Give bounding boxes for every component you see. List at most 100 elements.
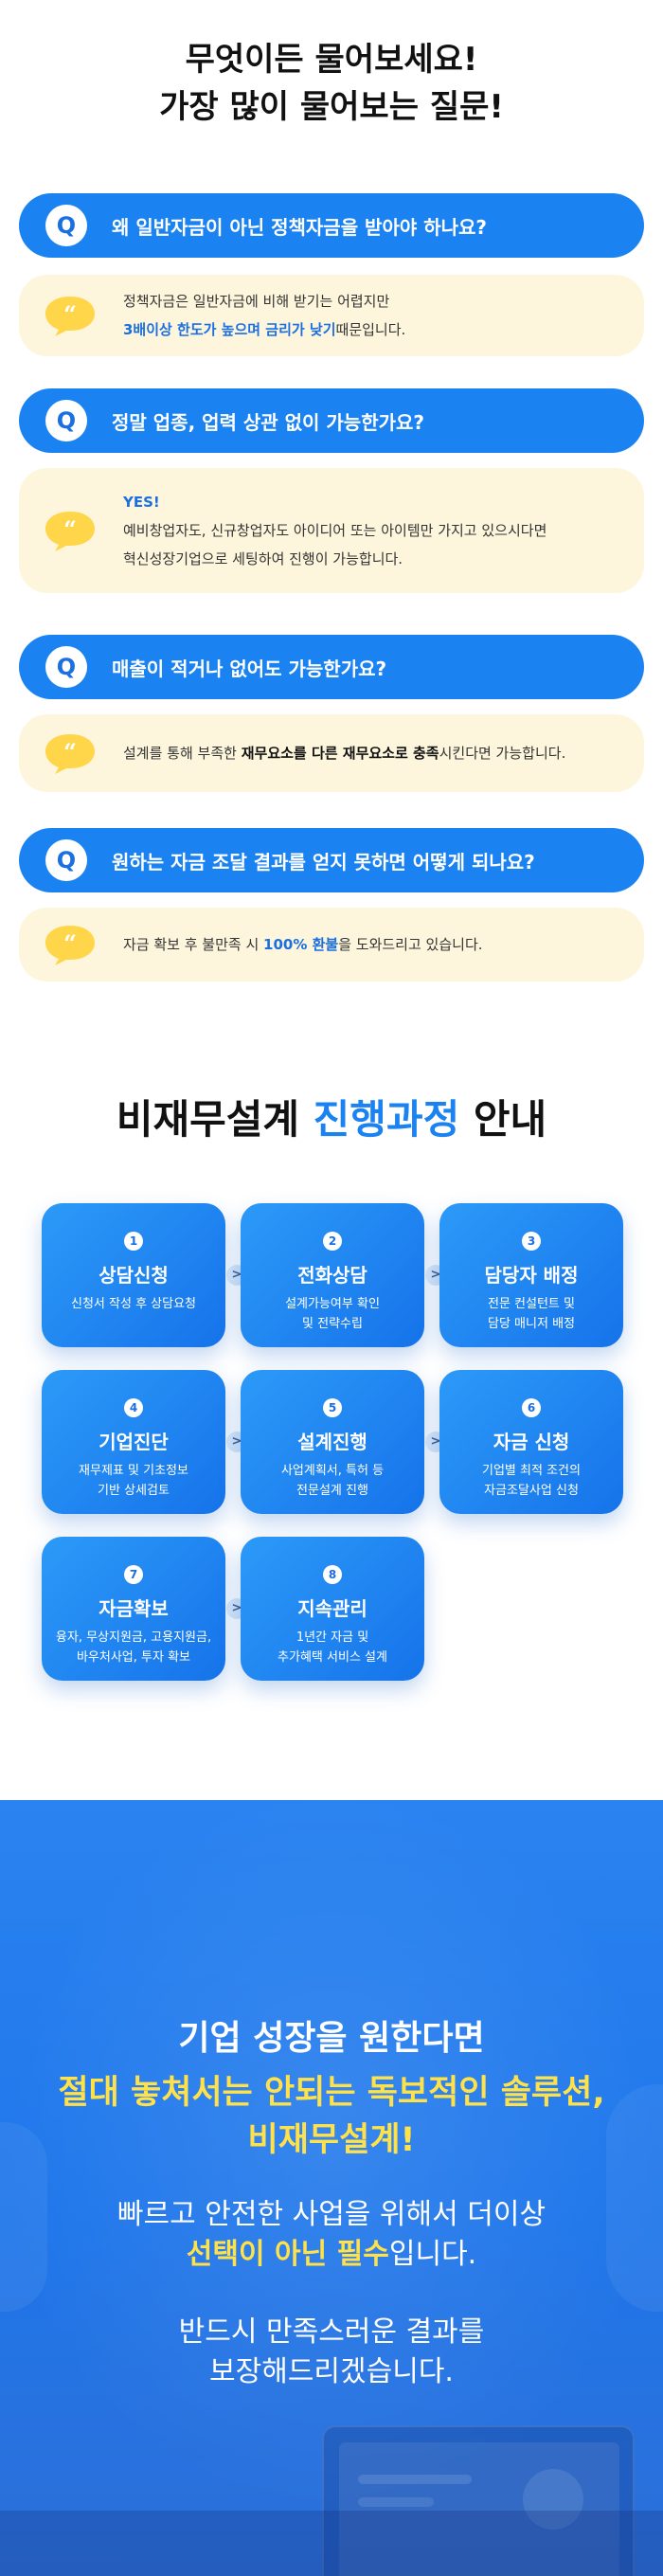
banner-text: 반드시 만족스러운 결과를	[178, 2315, 485, 2349]
banner-text: 보장해드리겠습니다.	[209, 2355, 454, 2388]
faq-answer-text: 시킨다면 가능합니다.	[439, 745, 566, 762]
step-desc: 및 전략수립	[302, 1317, 363, 1331]
pie-chart-icon	[523, 2469, 583, 2530]
step-title: 전화상담	[297, 1264, 367, 1287]
step-desc: 융자, 무상지원금, 고용지원금,	[55, 1630, 212, 1645]
quote-bubble-icon: “	[45, 297, 95, 336]
screen-bar	[358, 2497, 434, 2507]
faq-answer-2: “ YES! 예비창업자도, 신규창업자도 아이디어 또는 아이템만 가지고 있…	[19, 468, 644, 593]
step-title: 자금확보	[99, 1597, 169, 1620]
q-badge-icon: Q	[45, 839, 87, 881]
faq-title-line1: 무엇이든 물어보세요!	[185, 41, 478, 79]
step-desc: 1년간 자금 및	[296, 1630, 369, 1645]
faq-answer-highlight: 100% 환불	[263, 936, 339, 953]
faq-answer-text: 예비창업자도, 신규창업자도 아이디어 또는 아이템만 가지고 있으시다면	[123, 522, 547, 539]
step-desc: 설계가능여부 확인	[285, 1297, 380, 1311]
svg-text:“: “	[63, 929, 77, 957]
svg-text:“: “	[63, 738, 77, 766]
banner-text-rest: 입니다.	[388, 2238, 477, 2271]
step-desc: 재무제표 및 기초정보	[79, 1464, 188, 1478]
faq-answer-text: 때문입니다.	[335, 321, 406, 338]
faq-answer-text: 설계를 통해 부족한	[123, 745, 242, 762]
banner-highlight: 절대 놓쳐서는 안되는 독보적인 솔루션,	[58, 2074, 605, 2112]
laptop-screen	[339, 2442, 619, 2576]
process-title-pre: 비재무설계	[116, 1096, 314, 1143]
faq-answer-yes: YES!	[123, 494, 160, 511]
faq-answer-text: 혁신성장기업으로 세팅하여 진행이 가능합니다.	[123, 550, 403, 567]
step-title: 상담신청	[99, 1264, 169, 1287]
faq-title: 무엇이든 물어보세요! 가장 많이 물어보는 질문!	[0, 36, 663, 131]
svg-text:“: “	[63, 515, 77, 543]
screen-bar	[358, 2475, 472, 2484]
cta-banner: 기업 성장을 원한다면 절대 놓쳐서는 안되는 독보적인 솔루션, 비재무설계!…	[0, 1800, 663, 2576]
svg-text:“: “	[63, 300, 77, 328]
q-badge-icon: Q	[45, 400, 87, 441]
faq-answer-bold: 재무요소를 다른 재무요소로 충족	[241, 745, 439, 762]
banner-text-highlight: 선택이 아닌 필수	[186, 2238, 389, 2271]
faq-answer-text: 정책자금은 일반자금에 비해 받기는 어렵지만	[123, 293, 390, 310]
faq-answer-1: “ 정책자금은 일반자금에 비해 받기는 어렵지만 3배이상 한도가 높으며 금…	[19, 275, 644, 356]
step-title: 담당자 배정	[484, 1264, 579, 1287]
step-desc: 기업별 최적 조건의	[482, 1464, 581, 1478]
quote-bubble-icon: “	[45, 734, 95, 774]
step-number: 5	[323, 1398, 342, 1417]
banner-glow	[0, 1800, 663, 2576]
faq-question-3[interactable]: Q 매출이 적거나 없어도 가능한가요?	[19, 635, 644, 699]
faq-answer-4: “ 자금 확보 후 불만족 시 100% 환불을 도와드리고 있습니다.	[19, 908, 644, 982]
faq-question-4[interactable]: Q 원하는 자금 조달 결과를 얻지 못하면 어떻게 되나요?	[19, 828, 644, 892]
laptop-illustration	[322, 2425, 635, 2576]
step-number: 6	[522, 1398, 541, 1417]
process-title-post: 안내	[459, 1096, 547, 1143]
q-badge-icon: Q	[45, 205, 87, 246]
faq-answer-text: 자금 확보 후 불만족 시	[123, 936, 264, 953]
faq-answer-3: “ 설계를 통해 부족한 재무요소를 다른 재무요소로 충족시킨다면 가능합니다…	[19, 714, 644, 792]
step-title: 자금 신청	[493, 1431, 570, 1453]
faq-question-text: 정말 업종, 업력 상관 없이 가능한가요?	[112, 410, 425, 434]
step-number: 4	[124, 1398, 143, 1417]
step-desc: 신청서 작성 후 상담요청	[71, 1297, 196, 1311]
step-number: 3	[522, 1232, 541, 1251]
process-title: 비재무설계 진행과정 안내	[0, 1088, 663, 1145]
quote-bubble-icon: “	[45, 512, 95, 551]
faq-question-2[interactable]: Q 정말 업종, 업력 상관 없이 가능한가요?	[19, 388, 644, 453]
process-step-1: 1 상담신청 신청서 작성 후 상담요청	[42, 1203, 225, 1347]
step-number: 7	[124, 1565, 143, 1584]
step-desc: 바우처사업, 투자 확보	[76, 1650, 191, 1665]
banner-headline: 기업 성장을 원한다면	[178, 2019, 485, 2058]
step-title: 설계진행	[297, 1431, 367, 1453]
step-desc: 전문설계 진행	[296, 1484, 368, 1498]
faq-answer-highlight: 3배이상 한도가 높으며 금리가 낮기	[123, 321, 336, 338]
banner-text: 빠르고 안전한 사업을 위해서 더이상	[116, 2198, 547, 2231]
banner-decor-left	[0, 2122, 47, 2312]
faq-question-text: 매출이 적거나 없어도 가능한가요?	[112, 657, 387, 680]
step-desc: 담당 매니저 배정	[488, 1317, 575, 1331]
banner-text: 선택이 아닌 필수입니다.	[0, 2230, 663, 2272]
step-desc: 사업계획서, 특허 등	[280, 1464, 385, 1478]
quote-bubble-icon: “	[45, 926, 95, 965]
faq-question-text: 왜 일반자금이 아닌 정책자금을 받아야 하나요?	[112, 215, 488, 239]
step-number: 1	[124, 1232, 143, 1251]
faq-answer-text: 을 도와드리고 있습니다.	[338, 936, 483, 953]
step-title: 기업진단	[99, 1431, 169, 1453]
step-desc: 추가혜택 서비스 설계	[278, 1650, 387, 1665]
keyboard-illustration	[0, 2511, 663, 2576]
step-title: 지속관리	[297, 1597, 367, 1620]
process-title-highlight: 진행과정	[313, 1096, 460, 1143]
step-desc: 기반 상세검토	[98, 1484, 170, 1498]
faq-question-1[interactable]: Q 왜 일반자금이 아닌 정책자금을 받아야 하나요?	[19, 193, 644, 258]
banner-highlight: 비재무설계!	[247, 2121, 416, 2159]
step-desc: 전문 컨설턴트 및	[488, 1297, 575, 1311]
q-badge-icon: Q	[45, 646, 87, 688]
faq-section: 무엇이든 물어보세요! 가장 많이 물어보는 질문! Q 왜 일반자금이 아닌 …	[0, 0, 663, 1033]
faq-title-line2: 가장 많이 물어보는 질문!	[159, 88, 504, 126]
process-step-7: 7 자금확보 융자, 무상지원금, 고용지원금, 바우처사업, 투자 확보	[42, 1537, 225, 1681]
step-number: 2	[323, 1232, 342, 1251]
step-desc: 자금조달사업 신청	[484, 1484, 579, 1498]
faq-question-text: 원하는 자금 조달 결과를 얻지 못하면 어떻게 되나요?	[112, 850, 535, 874]
